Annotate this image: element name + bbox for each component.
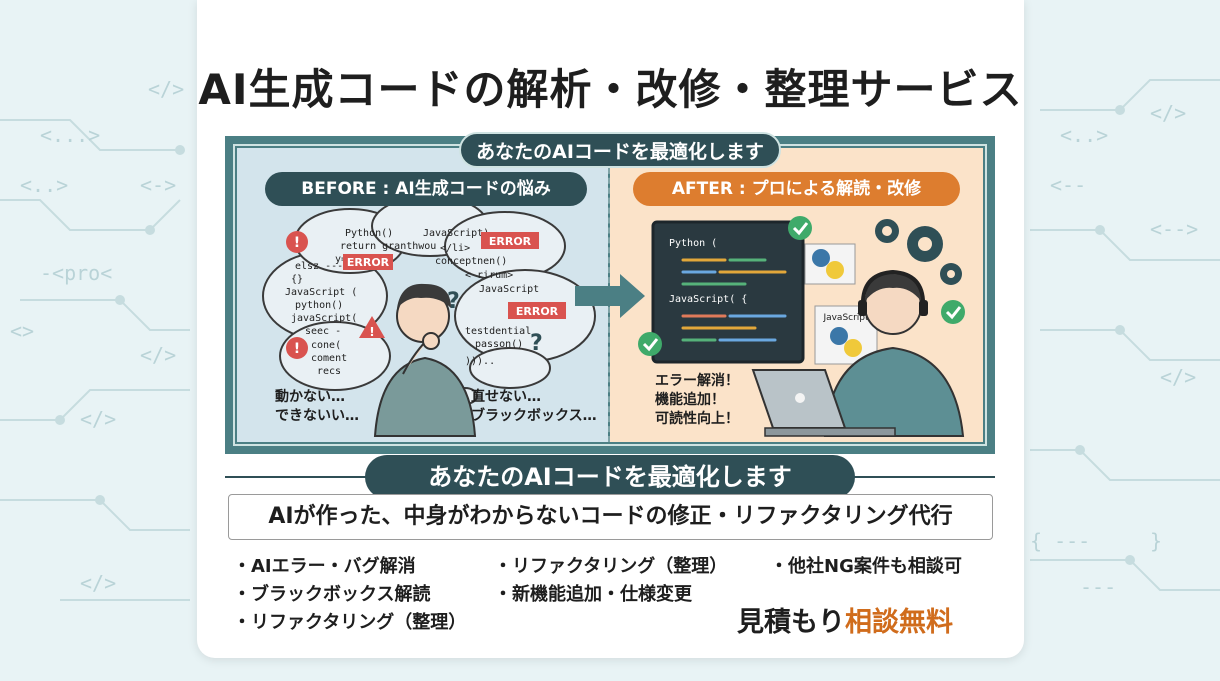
svg-text:?: ? [530, 331, 543, 356]
feature-item: ・ブラックボックス解読 [233, 584, 431, 605]
illustration-scene: Python() return granthwou y=> JavaScript… [262, 195, 965, 437]
bg-snippet: </> [148, 77, 184, 101]
code-text: Python ( [669, 238, 717, 249]
code-text: Python() [345, 228, 393, 239]
feature-item: ・リファクタリング（整理） [494, 556, 728, 577]
feature-item: ・新機能追加・仕様変更 [494, 584, 692, 605]
code-text: conceptnen() [435, 256, 507, 267]
top-tag: あなたのAIコードを最適化します [459, 132, 781, 168]
bg-snippet: </> [1160, 365, 1196, 389]
svg-text:!: ! [369, 325, 374, 339]
before-caption-left: 動かない… できないい… [275, 389, 359, 424]
code-text: JavaScript( { [669, 294, 747, 305]
bg-snippet: </> [80, 407, 116, 431]
check-icon [941, 300, 965, 324]
code-text: elsz --- [295, 261, 343, 272]
thought-cloud [262, 195, 596, 405]
check-icon [638, 332, 662, 356]
free-estimate: 見積もり相談無料 [737, 600, 953, 639]
code-text: recs [317, 366, 341, 377]
bg-snippet: --- [1080, 575, 1116, 599]
feature-item: ・他社NG案件も相談可 [770, 556, 962, 577]
code-text: javaScript( [291, 313, 357, 324]
svg-text:!: ! [294, 341, 300, 357]
illustration-frame: Python() return granthwou y=> JavaScript… [225, 132, 995, 454]
code-text: JavaScript) [423, 228, 489, 239]
estimate-free-highlight: 相談無料 [845, 607, 953, 638]
code-text: testdential [465, 326, 531, 337]
code-text: passon() [475, 339, 523, 350]
gear-icon [875, 219, 962, 285]
error-badge-label: ERROR [489, 235, 532, 248]
engineer-illustration [823, 269, 965, 437]
estimate-prefix: 見積もり [737, 607, 845, 638]
svg-text:!: ! [294, 235, 300, 251]
before-caption-right: 直せない… ブラックボックス… [471, 389, 597, 424]
bg-snippet: <-> [140, 173, 176, 197]
svg-text:?: ? [447, 289, 460, 314]
bg-snippet: </> [80, 571, 116, 595]
bg-snippet: </> [1150, 101, 1186, 125]
question-mark-icon: ?? [447, 289, 543, 356]
laptop-illustration [751, 369, 896, 437]
before-label: BEFORE : AI生成コードの悩み [265, 172, 587, 206]
bg-snippet: <-- [1050, 173, 1086, 197]
bg-snippet: <> [10, 319, 34, 343]
bg-snippet: -<pro< [40, 261, 112, 285]
feature-item: ・リファクタリング（整理） [233, 612, 467, 633]
worried-person-illustration [373, 283, 477, 437]
bg-snippet: </> [140, 343, 176, 367]
bg-snippet: <--> [1150, 217, 1198, 241]
feature-item: ・AIエラー・バグ解消 [233, 556, 416, 577]
bg-snippet: <..> [20, 173, 68, 197]
service-subtitle: AIが作った、中身がわからないコードの修正・リファクタリング代行 [228, 494, 993, 540]
warning-triangle-icon: ! [359, 316, 385, 339]
code-monitor: Python ( JavaScript( { [651, 220, 805, 364]
python-logo-card [804, 243, 856, 285]
banner-title: あなたのAIコードを最適化します [365, 455, 855, 499]
code-text: seec - [305, 326, 341, 337]
error-badge: ERROR [481, 232, 539, 249]
page-title: AI生成コードの解析・改修・整理サービス [198, 65, 1023, 114]
alert-icon: ! [286, 231, 308, 253]
code-text: </li> [440, 243, 470, 254]
code-text: JavaScript [479, 284, 539, 295]
code-text: python() [295, 300, 343, 311]
check-icon [788, 216, 812, 240]
javascript-badge-label: JavaScript [822, 313, 869, 323]
arrow-right-icon [575, 274, 645, 318]
bg-snippet: { --- [1030, 529, 1090, 553]
code-text: ))).. [465, 356, 495, 367]
after-caption: エラー解消！ 機能追加！ 可読性向上！ [655, 373, 739, 427]
code-text: {} [291, 274, 303, 285]
bg-snippet: <...> [40, 123, 100, 147]
bg-snippet: } [1150, 529, 1162, 553]
after-label: AFTER : プロによる解読・改修 [633, 172, 960, 206]
error-badge: ERROR [343, 254, 393, 270]
code-text: JavaScript ( [285, 287, 357, 298]
service-card: AI生成コードの解析・改修・整理サービス Python() return gra… [197, 0, 1024, 658]
code-text: return granthwou [340, 241, 436, 252]
alert-icon: ! [286, 337, 308, 359]
error-badge-label: ERROR [347, 256, 390, 269]
error-badge-label: ERROR [516, 305, 559, 318]
code-text: cone( [311, 340, 341, 351]
bg-snippet: <..> [1060, 123, 1108, 147]
error-badge: ERROR [508, 302, 566, 319]
code-text: < rirum> [465, 270, 513, 281]
code-text: coment [311, 353, 347, 364]
